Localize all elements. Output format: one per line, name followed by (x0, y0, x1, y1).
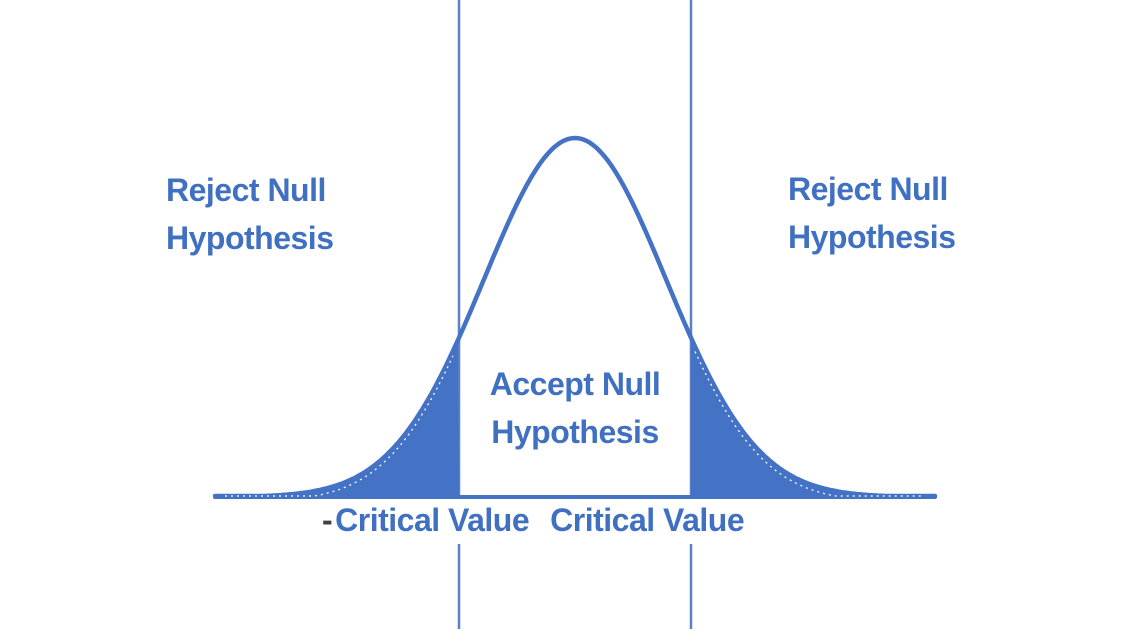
label-critical-values: - Critical Value Critical Value (322, 496, 745, 544)
label-reject-null-left: Reject Null Hypothesis (166, 166, 334, 262)
rejection-region-left (215, 339, 459, 497)
label-accept-null-line2: Hypothesis (491, 414, 659, 450)
label-accept-null-line1: Accept Null (489, 366, 661, 402)
label-reject-null-right-line1: Reject Null (788, 171, 948, 207)
label-reject-null-left-line2: Hypothesis (166, 220, 334, 256)
label-reject-null-right-line2: Hypothesis (788, 219, 956, 255)
minus-sign: - (322, 502, 333, 538)
bell-curve (212, 135, 938, 499)
tail-dashed-highlight-left (225, 355, 454, 497)
label-accept-null: Accept Null Hypothesis (490, 360, 661, 456)
label-critical-value-right: Critical Value (550, 502, 745, 538)
label-reject-null-left-line1: Reject Null (166, 172, 326, 208)
label-critical-value-left: Critical Value (335, 502, 530, 538)
rejection-region-right (691, 337, 935, 497)
label-reject-null-right: Reject Null Hypothesis (788, 165, 956, 261)
